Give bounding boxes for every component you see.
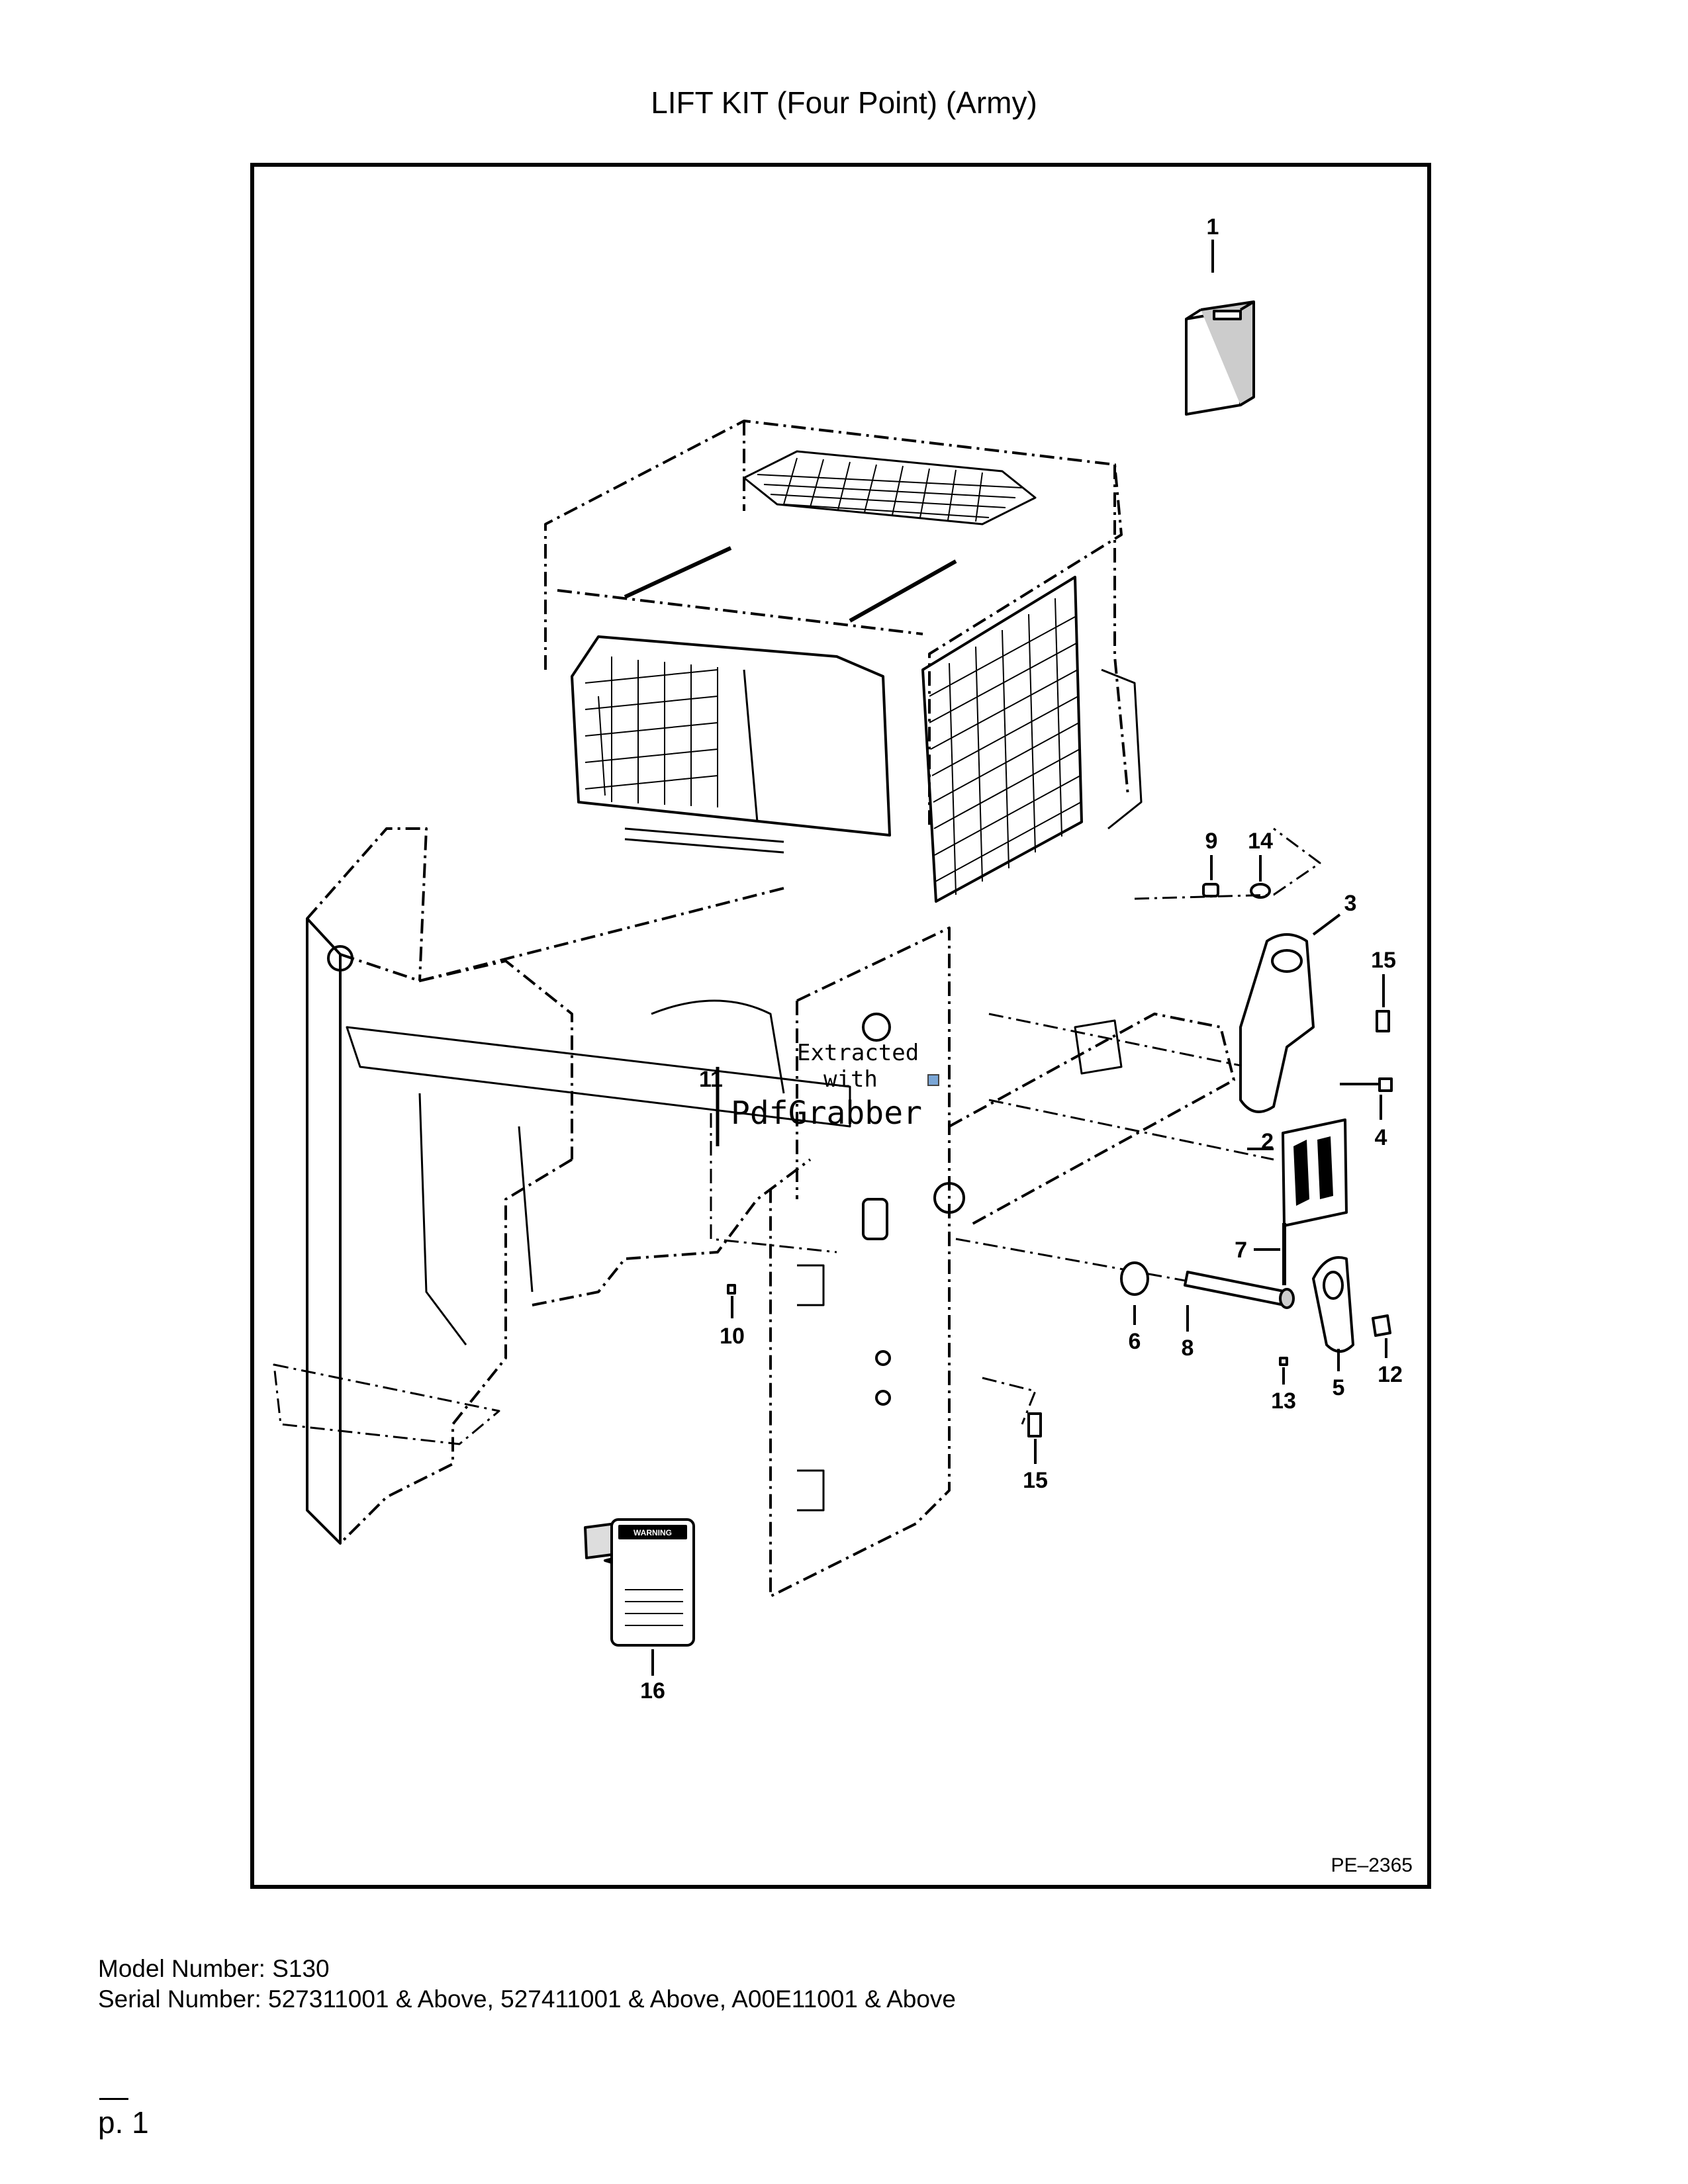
part-15-decal-b — [1027, 1412, 1042, 1437]
callout-10: 10 — [720, 1324, 745, 1349]
page-title: LIFT KIT (Four Point) (Army) — [651, 85, 1037, 120]
assembly-lines — [273, 827, 1321, 1445]
loader-frame — [306, 827, 1235, 1598]
watermark-line-1: Extracted — [797, 1040, 919, 1066]
page-number-rule — [99, 2098, 128, 2100]
model-number: Model Number: S130 — [98, 1955, 330, 1982]
drawing-code: PE–2365 — [1331, 1854, 1413, 1876]
watermark-line-3: PdfGrabber — [731, 1095, 922, 1132]
part-16-warning-decal — [584, 1518, 695, 1647]
front-opening — [571, 635, 891, 854]
leader-lines — [651, 240, 1387, 1676]
callout-11: 11 — [699, 1067, 723, 1092]
callout-1: 1 — [1207, 214, 1219, 240]
watermark-icon — [927, 1074, 939, 1086]
part-2-decal — [1282, 1118, 1348, 1227]
watermark-line-2: with — [823, 1066, 878, 1093]
part-8-long-pin — [1184, 1271, 1295, 1309]
part-12-nut — [1372, 1314, 1391, 1337]
callout-9: 9 — [1205, 829, 1218, 854]
callout-13: 13 — [1271, 1388, 1296, 1414]
callout-15-a: 15 — [1371, 948, 1396, 973]
exploded-view-drawing: 1 2 3 4 5 6 7 8 9 10 11 12 13 14 15 15 1… — [273, 214, 1403, 1704]
callout-6: 6 — [1129, 1329, 1141, 1354]
part-5-lift-eye — [1312, 1256, 1354, 1353]
page-number: p. 1 — [98, 2105, 149, 2140]
part-14-washer — [1250, 883, 1271, 899]
serial-number: Serial Number: 527311001 & Above, 527411… — [98, 1985, 956, 2013]
part-4-bolt — [1340, 1077, 1393, 1092]
parts-diagram: 1 2 3 4 5 6 7 8 9 10 11 12 13 14 15 15 1… — [250, 163, 1431, 1889]
operator-cab — [544, 420, 1143, 903]
callout-14: 14 — [1248, 829, 1273, 854]
part-6-bushing — [1120, 1261, 1149, 1296]
callout-16: 16 — [640, 1678, 665, 1704]
callout-2: 2 — [1261, 1129, 1274, 1154]
pdfgrabber-watermark: Extracted with PdfGrabber — [731, 1040, 939, 1132]
part-13-fitting — [1279, 1357, 1288, 1366]
side-grille — [921, 576, 1083, 903]
callout-15-b: 15 — [1023, 1468, 1048, 1493]
part-3-lift-plate — [1239, 933, 1315, 1113]
callout-labels: 1 2 3 4 5 6 7 8 9 10 11 12 13 14 15 15 1… — [640, 214, 1403, 1704]
callout-12: 12 — [1378, 1362, 1403, 1387]
part-10-fitting — [727, 1284, 736, 1295]
callout-3: 3 — [1344, 891, 1357, 916]
callout-5: 5 — [1333, 1375, 1345, 1400]
part-1-kit-box — [1185, 300, 1255, 416]
part-9-nut — [1202, 883, 1219, 897]
callout-4: 4 — [1375, 1125, 1387, 1150]
warning-decal-label: WARNING — [633, 1528, 672, 1537]
top-grille — [743, 450, 1037, 525]
callout-8: 8 — [1182, 1336, 1194, 1361]
callout-7: 7 — [1235, 1238, 1247, 1263]
part-15-decal-a — [1376, 1010, 1390, 1032]
